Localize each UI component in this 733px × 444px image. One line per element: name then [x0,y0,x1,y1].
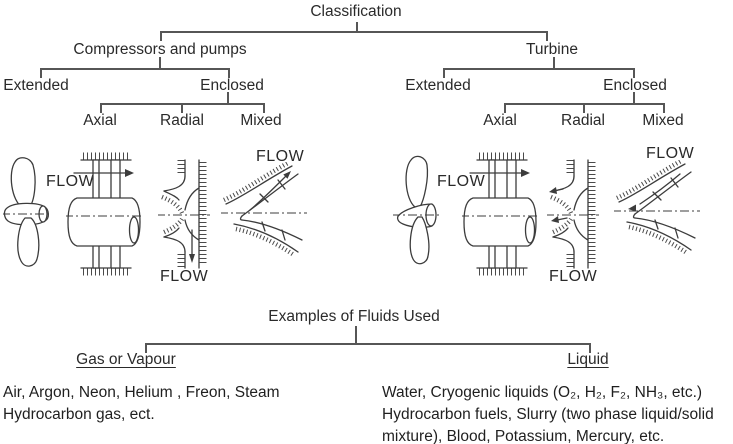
connector-line [443,68,635,70]
connector-line [100,103,102,113]
axial-flow-icon [66,152,144,276]
flow-label-radial-left: FLOW [160,268,209,285]
connector-line [443,68,445,78]
gas-examples-line1: Air, Argon, Neon, Helium , Freon, Steam [3,384,280,401]
node-extended-left: Extended [3,77,69,94]
propeller-icon [393,155,441,265]
node-enclosed-left: Enclosed [200,77,264,94]
connector-line [504,103,506,113]
radial-flow-icon [158,159,210,269]
flow-label-radial-right: FLOW [549,268,598,285]
page-title: Classification [310,3,402,20]
connector-line [40,68,42,78]
radial-flow-icon [547,159,599,269]
fluids-title: Examples of Fluids Used [268,308,440,325]
propeller-icon [3,157,51,267]
axial-flow-icon [462,152,540,276]
connector-line [159,57,161,70]
connector-line [663,103,665,113]
liquid-heading: Liquid [567,351,609,368]
node-extended-right: Extended [405,77,471,94]
connector-line [181,103,183,113]
connector-line [633,68,635,78]
gas-examples-text: Air, Argon, Neon, Helium , Freon, Steam … [3,382,280,426]
connector-line [355,326,357,345]
node-compressors-and-pumps: Compressors and pumps [73,41,247,58]
connector-line [145,343,147,353]
connector-line [263,103,265,113]
liquid-examples-line1: Water, Cryogenic liquids (O₂, H₂, F₂, NH… [382,384,703,401]
node-mixed-left: Mixed [240,112,282,129]
node-turbine: Turbine [526,41,578,58]
flow-label-mixed-right: FLOW [646,145,695,162]
connector-line [589,343,591,353]
connector-line [553,57,555,70]
node-radial-left: Radial [160,112,204,129]
liquid-examples-text: Water, Cryogenic liquids (O₂, H₂, F₂, NH… [382,382,714,444]
connector-line [160,31,162,41]
flow-label-axial-right: FLOW [437,173,486,190]
connector-line [160,31,548,33]
connector-line [633,92,635,105]
connector-line [583,103,585,113]
mixed-flow-icon [221,162,307,256]
gas-vapour-heading: Gas or Vapour [76,351,176,368]
connector-line [356,22,358,32]
connector-line [145,343,591,345]
connector-line [227,92,229,105]
flow-label-mixed-left: FLOW [256,148,305,165]
connector-line [228,68,230,78]
connector-line [40,68,230,70]
node-radial-right: Radial [561,112,605,129]
flow-label-axial-left: FLOW [46,173,95,190]
connector-line [546,31,548,41]
node-enclosed-right: Enclosed [603,77,667,94]
node-axial-right: Axial [483,112,517,129]
node-axial-left: Axial [83,112,117,129]
gas-examples-line2: Hydrocarbon gas, ect. [3,406,155,423]
liquid-examples-line2: Hydrocarbon fuels, Slurry (two phase liq… [382,406,714,423]
node-mixed-right: Mixed [642,112,684,129]
liquid-examples-line3: mixture), Blood, Potassium, Mercury, etc… [382,428,665,444]
mixed-flow-icon [614,160,700,254]
